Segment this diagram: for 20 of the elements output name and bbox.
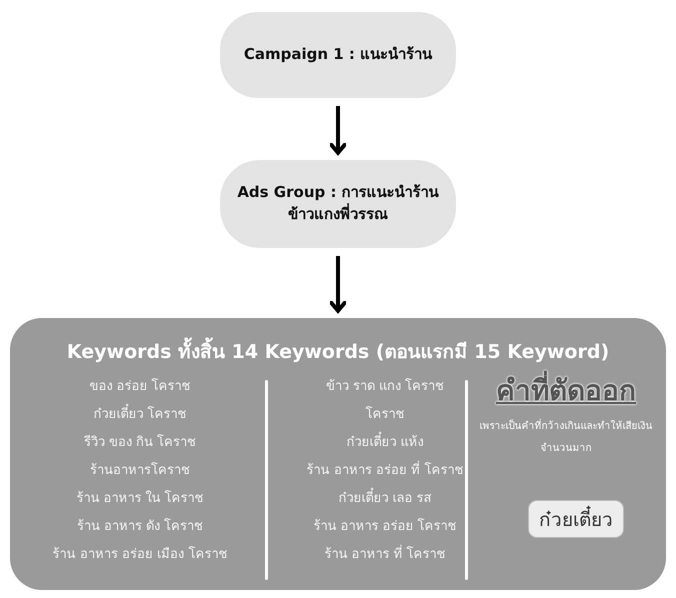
keyword-text: ร้าน อาหาร อร่อย ที่ โคราช bbox=[265, 459, 505, 480]
arrow bbox=[328, 256, 348, 313]
keyword-text: ร้าน อาหาร ดัง โคราช bbox=[76, 517, 204, 536]
box-text: Campaign 1 : แนะนำร้าน bbox=[242, 44, 434, 66]
keyword-text: ก๋วยเตี๋ยว โคราช bbox=[20, 403, 260, 424]
box-text: Ads Group : การแนะนำร้านข้าวแกงพี่วรรณ bbox=[236, 182, 440, 225]
removed-keyword-chip: ก๋วยเตี๋ยว bbox=[528, 500, 624, 538]
keyword-text: ข้าว ราด แกง โคราช bbox=[324, 377, 446, 396]
keyword-text: ร้าน อาหาร ใน โคราช bbox=[75, 489, 205, 508]
keyword-text: ร้านอาหารโคราช bbox=[89, 461, 191, 480]
removed-heading: คำที่ตัดออก bbox=[480, 368, 652, 412]
keyword-text: รีวิว ของ กิน โคราช bbox=[82, 433, 198, 452]
keyword-text: ร้าน อาหาร อร่อย เมือง โคราช bbox=[52, 545, 228, 564]
arrow bbox=[328, 106, 348, 155]
keyword-text: ร้าน อาหาร อร่อย โคราช bbox=[312, 517, 458, 536]
keyword-text: ของ อร่อย โคราช bbox=[88, 377, 192, 396]
keyword-text: ร้าน อาหาร ที่ โคราช bbox=[265, 543, 505, 564]
keyword-text: ก๋วยเตี๋ยว เลอ รส bbox=[265, 487, 505, 508]
keyword-panel bbox=[10, 318, 666, 590]
panel-heading: Keywords ทั้งสิ้น 14 Keywords (ตอนแรกมี 15 Keyword) bbox=[10, 336, 666, 366]
